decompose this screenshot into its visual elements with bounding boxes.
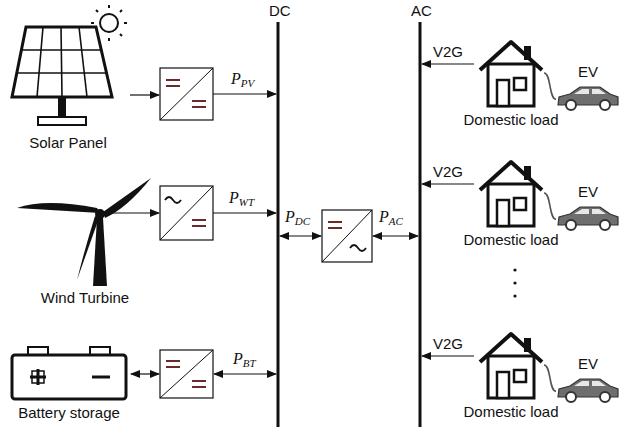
domestic-load: Domestic load — [478, 330, 544, 400]
car-icon — [556, 376, 620, 404]
ac-bus — [419, 22, 422, 427]
wind-turbine-icon — [15, 168, 155, 286]
house-icon — [478, 38, 544, 108]
charging-cable — [544, 365, 556, 391]
dc-dc-converter — [160, 350, 213, 398]
node-label: Solar Panel — [29, 134, 107, 151]
v2g-label: V2G — [432, 163, 464, 180]
wind-turbine: Wind Turbine — [15, 168, 155, 286]
solar-panel-icon — [8, 5, 128, 131]
power-symbol: PWT — [228, 189, 255, 211]
electric-vehicle: EV — [556, 204, 620, 232]
domestic-load: Domestic load — [478, 38, 544, 108]
charging-cable — [544, 193, 556, 219]
power-symbol: PAC — [378, 208, 404, 230]
v2g-label: V2G — [432, 43, 464, 60]
node-label: Domestic load — [463, 231, 558, 248]
node-label: Domestic load — [463, 403, 558, 420]
power-arrow — [131, 373, 159, 374]
ellipsis-dots — [513, 268, 516, 297]
node-label: EV — [578, 63, 598, 80]
car-icon — [556, 204, 620, 232]
node-label: Wind Turbine — [41, 289, 129, 306]
dc-dc-converter — [160, 68, 213, 120]
house-icon — [478, 158, 544, 228]
electric-vehicle: EV — [556, 84, 620, 112]
power-arrow — [280, 235, 321, 236]
node-label: EV — [578, 355, 598, 372]
domestic-load: Domestic load — [478, 158, 544, 228]
house-icon — [478, 330, 544, 400]
node-label: Battery storage — [18, 404, 120, 421]
v2g-arrow — [422, 183, 474, 184]
power-arrow — [213, 212, 276, 213]
car-icon — [556, 84, 620, 112]
power-symbol: PPV — [230, 70, 255, 92]
node-label: Domestic load — [463, 111, 558, 128]
power-symbol: PBT — [232, 350, 257, 372]
battery-icon — [8, 345, 130, 401]
v2g-arrow — [422, 63, 474, 64]
v2g-arrow — [422, 355, 474, 356]
charging-cable — [544, 73, 556, 99]
dc-bus — [277, 22, 280, 427]
electric-vehicle: EV — [556, 376, 620, 404]
power-arrow — [214, 373, 276, 374]
power-arrow — [373, 235, 418, 236]
power-symbol: PDC — [284, 208, 311, 230]
battery-storage: Battery storage — [8, 345, 130, 401]
ac-dc-converter — [160, 186, 213, 240]
v2g-label: V2G — [432, 335, 464, 352]
power-arrow — [130, 94, 159, 95]
node-label: EV — [578, 183, 598, 200]
bus-name: DC — [268, 2, 292, 19]
bus-name: AC — [410, 2, 433, 19]
solar-panel: Solar Panel — [8, 5, 128, 131]
dc-ac-converter — [322, 210, 372, 262]
power-arrow — [213, 93, 276, 94]
